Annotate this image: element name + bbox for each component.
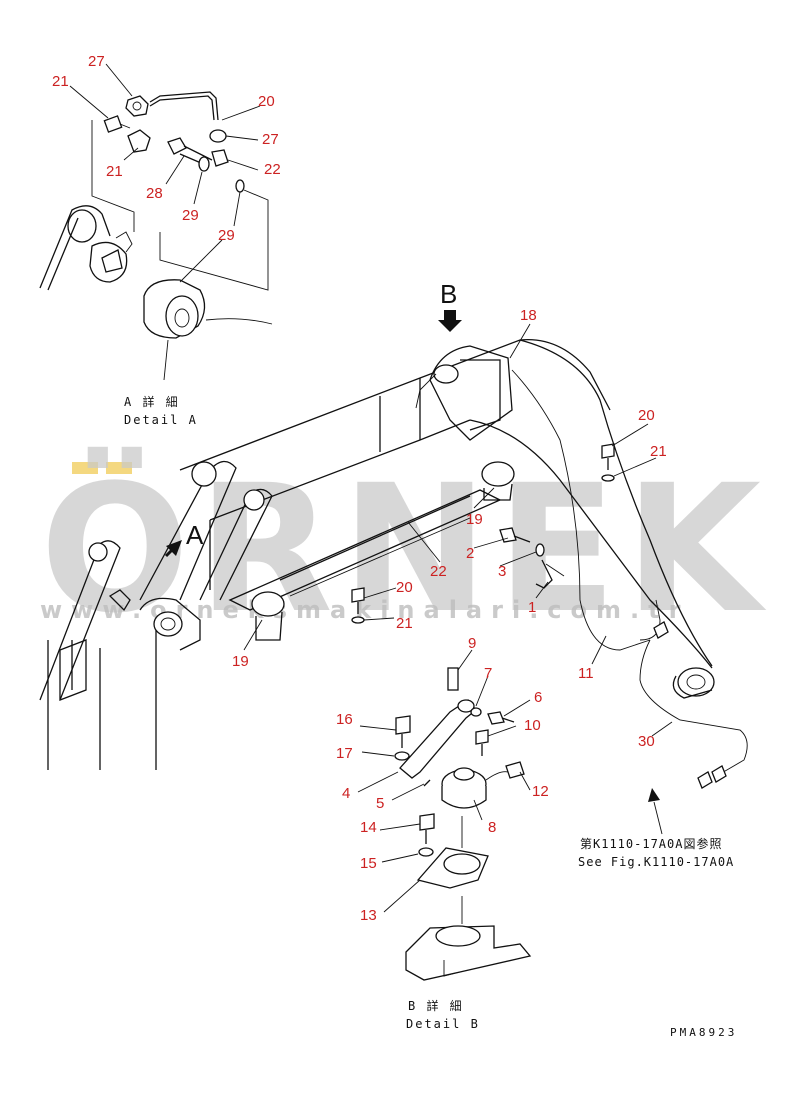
label-5: 5 — [376, 795, 384, 812]
view-arrow-b-letter: B — [440, 279, 457, 309]
detail-a-caption-en: Detail A — [124, 413, 198, 427]
reference-caption-jp: 第K1110-17A0A図参照 — [580, 836, 722, 851]
label-27-mid: 27 — [262, 131, 279, 148]
reference-caption-en: See Fig.K1110-17A0A — [578, 855, 734, 869]
label-19-top: 19 — [466, 511, 483, 528]
label-21-top: 21 — [650, 443, 667, 460]
label-26: 22 — [264, 161, 281, 178]
label-3: 3 — [498, 563, 506, 580]
label-30: 30 — [638, 733, 655, 750]
label-25: 21 — [106, 163, 123, 180]
label-19-low: 19 — [232, 653, 249, 670]
label-17: 17 — [336, 745, 353, 762]
label-4: 4 — [342, 785, 350, 802]
label-7: 7 — [484, 665, 492, 682]
label-13: 13 — [360, 907, 377, 924]
label-6: 6 — [534, 689, 542, 706]
view-arrow-a-letter: A — [186, 520, 204, 550]
captions: A 詳 細 Detail A B 詳 細 Detail B 第K1110-17A… — [124, 394, 737, 1039]
label-16: 16 — [336, 711, 353, 728]
arrow-down-icon — [438, 310, 462, 332]
label-28: 28 — [146, 185, 163, 202]
detail-b-caption-jp: B 詳 細 — [408, 998, 464, 1013]
label-23: 20 — [258, 93, 275, 110]
label-20-low: 20 — [396, 579, 413, 596]
label-18: 18 — [520, 307, 537, 324]
label-9: 9 — [468, 635, 476, 652]
label-29-a: 29 — [182, 207, 199, 224]
part-labels: 27 21 20 27 22 21 28 29 29 18 20 21 19 2… — [52, 53, 667, 924]
label-12: 12 — [532, 783, 549, 800]
detail-b-caption-en: Detail B — [406, 1017, 480, 1031]
label-24: 21 — [52, 73, 69, 90]
label-10: 10 — [524, 717, 541, 734]
label-14: 14 — [360, 819, 377, 836]
view-arrow-b: B — [438, 279, 462, 332]
detail-a-drawing — [39, 91, 273, 381]
watermark-accent — [106, 462, 132, 474]
view-arrow-a: A — [164, 520, 204, 558]
label-8: 8 — [488, 819, 496, 836]
label-11: 11 — [578, 665, 594, 682]
label-1: 1 — [528, 599, 536, 616]
label-20-top: 20 — [638, 407, 655, 424]
watermark-accent — [72, 462, 98, 474]
label-29-b: 29 — [218, 227, 235, 244]
label-21-low: 21 — [396, 615, 413, 632]
ref-arrow-icon — [648, 788, 660, 802]
label-27-top: 27 — [88, 53, 105, 70]
detail-b-drawing — [394, 667, 532, 981]
label-22: 22 — [430, 563, 447, 580]
label-15: 15 — [360, 855, 377, 872]
boom-assembly-drawing — [39, 338, 748, 789]
detail-a-caption-jp: A 詳 細 — [124, 394, 180, 409]
label-2: 2 — [466, 545, 474, 562]
leader-lines — [69, 63, 673, 913]
drawing-code: PMA8923 — [670, 1026, 737, 1039]
hardware-mid — [351, 443, 615, 624]
